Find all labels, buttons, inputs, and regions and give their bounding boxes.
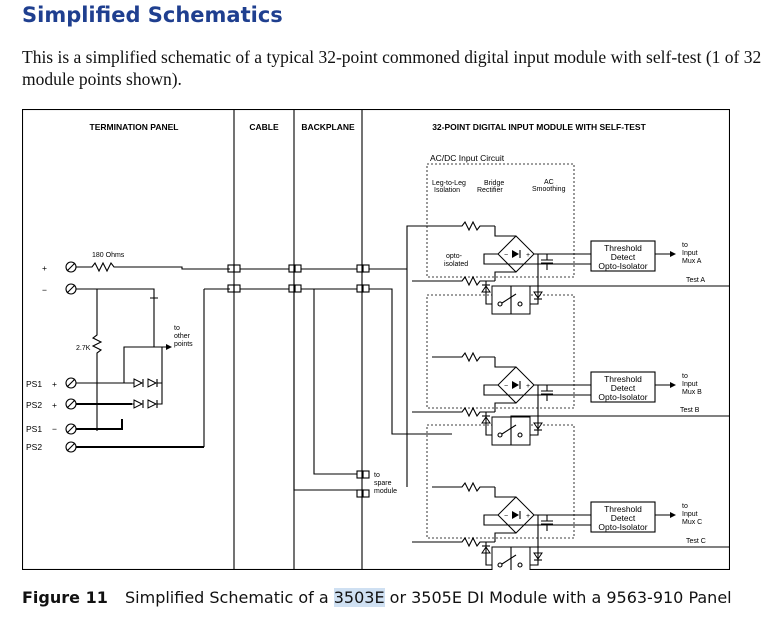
leg-isolation-2: Isolation: [434, 187, 460, 194]
figure-frame: [22, 109, 730, 570]
threshold-label-3: Opto-Isolator: [598, 392, 647, 402]
mux-input: Input: [682, 511, 698, 518]
test-label: Test A: [686, 277, 705, 284]
mux-name: Mux B: [682, 389, 702, 396]
caption-model: 3503E: [333, 588, 385, 607]
leg-isolation-1: Leg-to-Leg: [432, 180, 466, 187]
ps-bus: [76, 403, 204, 448]
ps-plus-lines: [76, 382, 134, 405]
ps-label-4: PS2: [26, 442, 42, 452]
other-other: other: [174, 333, 191, 340]
fuse: [150, 294, 158, 334]
minus-line: [76, 288, 155, 294]
svg-text:+: +: [526, 383, 530, 390]
opto-isolated-2: isolated: [444, 261, 468, 268]
header-module: 32-POINT DIGITAL INPUT MODULE WITH SELF-…: [432, 122, 646, 132]
mux-name: Mux C: [682, 519, 702, 526]
ps-diodes: [133, 378, 158, 409]
header-backplane: BACKPLANE: [301, 122, 355, 132]
figure-title: Simplified Schematic of a 3503E or 3505E…: [125, 588, 732, 607]
spare-lines: [293, 269, 357, 491]
threshold-label-3: Opto-Isolator: [598, 261, 647, 271]
schematic-figure: TERMINATION PANEL CABLE BACKPLANE 32-POI…: [22, 109, 730, 570]
mux-name: Mux A: [682, 258, 702, 265]
acdc-title: AC/DC Input Circuit: [430, 153, 505, 163]
intro-paragraph: This is a simplified schematic of a typi…: [22, 47, 762, 89]
svg-text:−: −: [504, 383, 508, 390]
minus-sign: −: [42, 285, 47, 295]
mux-to: to: [682, 242, 688, 249]
ac-smoothing-2: Smoothing: [532, 186, 566, 193]
mux-input: Input: [682, 381, 698, 388]
spare-spare: spare: [374, 480, 392, 487]
threshold-label-1: Threshold: [604, 374, 642, 384]
bridge-rectifier-2: Rectifier: [477, 187, 503, 194]
spare-module: module: [374, 488, 397, 495]
mux-to: to: [682, 503, 688, 510]
resistor-2k7: [91, 289, 103, 431]
ps-label-1: PS1: [26, 379, 42, 389]
threshold-label-2: Detect: [611, 383, 636, 393]
ps-sign-2: +: [52, 400, 57, 410]
mux-to: to: [682, 373, 688, 380]
ps-label-3: PS1: [26, 424, 42, 434]
ps-terminals: PS1 PS2 PS1 PS2 + + −: [26, 377, 77, 453]
threshold-label-2: Detect: [611, 513, 636, 523]
threshold-label-3: Opto-Isolator: [598, 522, 647, 532]
spare-to: to: [374, 472, 380, 479]
module-plus-bus: [369, 225, 432, 487]
plus-line: [76, 261, 230, 273]
svg-text:+: +: [526, 513, 530, 520]
header-termination-panel: TERMINATION PANEL: [90, 122, 179, 132]
svg-text:−: −: [504, 252, 508, 259]
svg-text:−: −: [504, 513, 508, 520]
ps-sign-1: +: [52, 379, 57, 389]
resistor-180-label: 180 Ohms: [92, 252, 125, 259]
caption-pre: Simplified Schematic of a: [125, 588, 334, 607]
backplane-lines: [240, 268, 357, 290]
section-heading: Simplified Schematics: [22, 3, 283, 27]
mux-input: Input: [682, 250, 698, 257]
terminal-minus: [65, 283, 77, 295]
ps-diode-outputs: [123, 346, 163, 405]
threshold-label-1: Threshold: [604, 504, 642, 514]
ps-sign-3: −: [52, 424, 57, 434]
figure-label: Figure 11: [22, 588, 108, 607]
connectors: [227, 264, 370, 498]
terminal-plus: [65, 261, 77, 273]
plus-sign: +: [42, 263, 47, 273]
test-label: Test B: [680, 407, 700, 414]
svg-text:+: +: [526, 252, 530, 259]
module-minus-bus: [369, 288, 452, 435]
channel-a-box: [426, 163, 575, 278]
other-points-arrow: [166, 344, 172, 350]
schematic-svg: TERMINATION PANEL CABLE BACKPLANE 32-POI…: [22, 109, 730, 570]
bridge-rectifier-1: Bridge: [484, 180, 504, 187]
test-label: Test C: [686, 538, 706, 545]
ac-smoothing-1: AC: [544, 179, 554, 186]
caption-post: or 3505E DI Module with a 9563-910 Panel: [384, 588, 732, 607]
figure-caption: Figure 11 Simplified Schematic of a 3503…: [22, 588, 732, 608]
opto-isolated-1: opto-: [446, 253, 463, 260]
header-cable: CABLE: [249, 122, 279, 132]
resistor-2k7-label: 2.7K: [76, 345, 91, 352]
threshold-label-1: Threshold: [604, 243, 642, 253]
channels: −+ThresholdDetectOpto-IsolatortoInputMux…: [412, 220, 730, 570]
other-to: to: [174, 325, 180, 332]
threshold-label-2: Detect: [611, 252, 636, 262]
other-points: points: [174, 341, 193, 348]
ps-label-2: PS2: [26, 400, 42, 410]
